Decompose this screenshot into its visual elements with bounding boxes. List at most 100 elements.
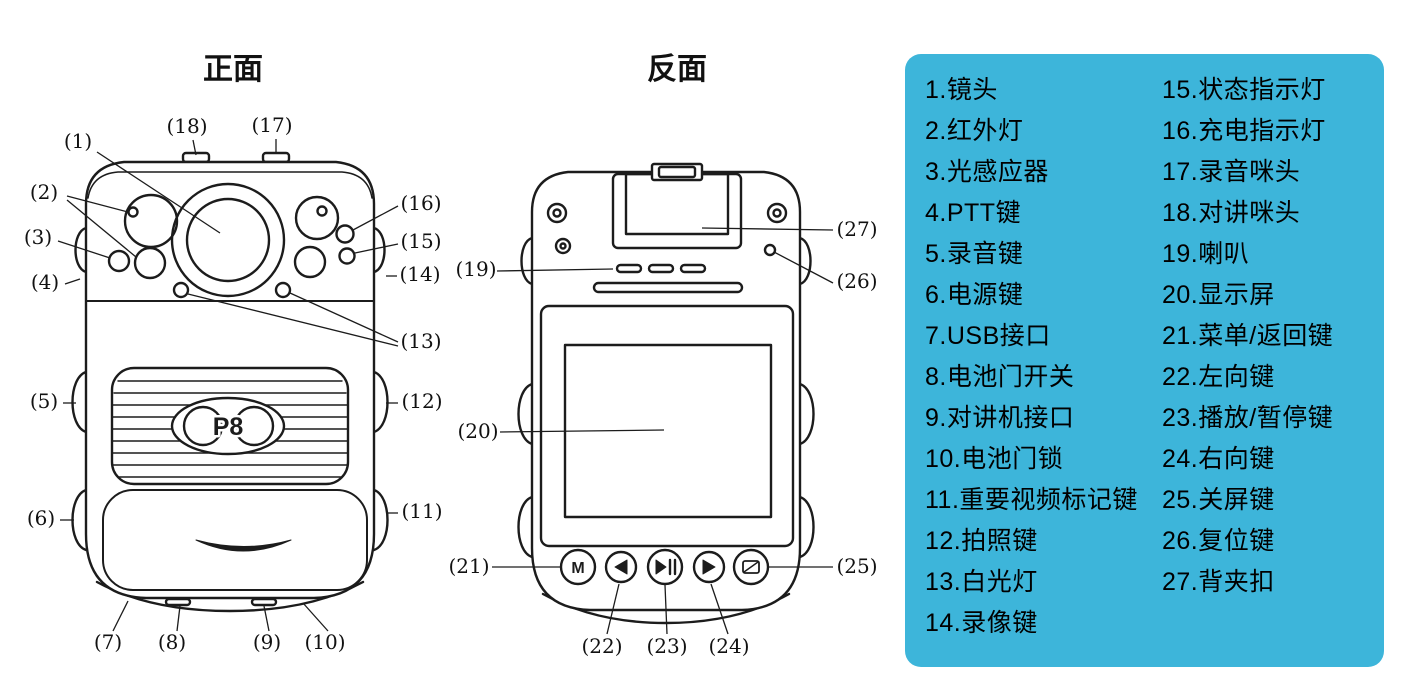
legend-item-21: 21.菜单/返回键 [1162, 322, 1334, 350]
callout-label-25: (25) [836, 554, 877, 578]
back-clip [611, 162, 743, 250]
legend-item-9: 9.对讲机接口 [925, 404, 1075, 432]
recording-mic-slot [261, 151, 291, 164]
ptt-key-bump [74, 226, 88, 274]
screen-off-button [732, 548, 770, 586]
callout-label-3: (3) [24, 225, 52, 249]
screw-top-right [766, 202, 788, 224]
legend-item-10: 10.电池门锁 [925, 445, 1064, 473]
callout-label-6: (6) [27, 506, 55, 530]
ir-light-right-dot [316, 205, 328, 217]
legend-item-20: 20.显示屏 [1162, 281, 1275, 309]
legend-item-8: 8.电池门开关 [925, 363, 1075, 391]
back-left-bump-3 [517, 495, 534, 559]
back-left-bump-1 [520, 236, 534, 286]
play-pause-button [646, 548, 684, 586]
legend-column-2: 15.状态指示灯 16.充电指示灯 17.录音咪头 18.对讲咪头 19.喇叭 … [1162, 70, 1333, 667]
lens [170, 182, 286, 298]
back-device-drawing: M [517, 162, 815, 625]
screen-off-icon-slash [743, 561, 759, 573]
callout-label-14: (14) [399, 262, 440, 286]
logo-circle-left [182, 405, 224, 447]
logo-circle-right [233, 405, 275, 447]
device-diagram: 正面 反面 [24, 53, 878, 658]
callout-label-26: (26) [836, 269, 877, 293]
legend-item-22: 22.左向键 [1162, 363, 1275, 391]
left-key-button [604, 550, 638, 584]
ir-light-left-dot [127, 206, 139, 218]
callout-label-5: (5) [30, 389, 58, 413]
callout-label-22: (22) [581, 634, 622, 658]
front-view-title: 正面 [203, 53, 263, 86]
callout-label-15: (15) [400, 229, 441, 253]
callout-label-9: (9) [253, 630, 281, 654]
menu-back-button [559, 548, 597, 586]
legend-panel: 1.镜头 2.红外灯 3.光感应器 4.PTT键 5.录音键 6.电源键 7.U… [905, 54, 1384, 667]
legend-item-12: 12.拍照键 [925, 527, 1038, 555]
video-record-key-bump [372, 226, 386, 274]
screen-off-icon [742, 560, 760, 574]
legend-item-7: 7.USB接口 [925, 322, 1051, 350]
status-indicator-led [338, 247, 356, 265]
photo-key-bump [372, 370, 389, 434]
callout-label-20: (20) [457, 419, 498, 443]
screw-top-left-center [552, 208, 562, 218]
callout-label-2: (2) [30, 180, 58, 204]
battery-door-panel [102, 489, 368, 591]
front-body-outline [84, 160, 376, 600]
back-left-bump-2 [517, 382, 534, 446]
record-audio-key-bump [71, 370, 88, 434]
callout-label-13: (13) [400, 329, 441, 353]
legend-item-19: 19.喇叭 [1162, 240, 1250, 268]
back-view-title: 反面 [647, 53, 707, 86]
legend-item-17: 17.录音咪头 [1162, 158, 1301, 186]
front-device-drawing: P8 [71, 151, 389, 613]
intercom-port-slot [250, 597, 278, 607]
power-key-bump [71, 488, 88, 552]
legend-column-1: 1.镜头 2.红外灯 3.光感应器 4.PTT键 5.录音键 6.电源键 7.U… [925, 70, 1162, 667]
legend-item-25: 25.关屏键 [1162, 486, 1275, 514]
battery-door-groove [195, 539, 292, 552]
menu-back-button-label: M [571, 560, 584, 577]
legend-item-1: 1.镜头 [925, 76, 998, 104]
lens-inner-ring [185, 197, 271, 283]
legend-item-6: 6.电源键 [925, 281, 1024, 309]
legend-item-3: 3.光感应器 [925, 158, 1049, 186]
callout-label-23: (23) [646, 634, 687, 658]
legend-item-26: 26.复位键 [1162, 527, 1275, 555]
left-arrow-icon [614, 559, 628, 575]
screw-top-left [546, 202, 568, 224]
legend-item-5: 5.录音键 [925, 240, 1024, 268]
legend-item-18: 18.对讲咪头 [1162, 199, 1301, 227]
legend-item-27: 27.背夹扣 [1162, 568, 1275, 596]
callout-label-10: (10) [304, 630, 345, 654]
screw-top-right-center [772, 208, 782, 218]
mark-key-bump [372, 488, 389, 552]
reset-hole [763, 243, 777, 257]
callout-label-21: (21) [448, 554, 489, 578]
light-sensor [107, 249, 131, 273]
right-arrow-icon [702, 559, 716, 575]
speaker-grille: P8 [110, 366, 350, 486]
callout-label-7: (7) [94, 630, 122, 654]
back-right-bump-3 [798, 495, 815, 559]
legend-item-2: 2.红外灯 [925, 117, 1024, 145]
callout-label-17: (17) [251, 113, 292, 137]
white-light-left [172, 281, 190, 299]
callout-label-4: (4) [31, 270, 59, 294]
callout-label-19: (19) [455, 257, 496, 281]
legend-item-15: 15.状态指示灯 [1162, 76, 1326, 104]
charging-indicator-led [335, 224, 355, 244]
callout-label-24: (24) [708, 634, 749, 658]
legend-item-11: 11.重要视频标记键 [925, 486, 1138, 514]
play-icon [655, 559, 667, 575]
callout-label-16: (16) [400, 191, 441, 215]
callout-label-11: (11) [401, 499, 442, 523]
back-right-bump-1 [798, 236, 812, 286]
callout-labels: (1) (18) (17) (2) (3) (4) (16) (15) (14)… [24, 113, 878, 658]
white-light-right [274, 281, 292, 299]
display-screen-bezel [539, 304, 795, 548]
right-key-button [692, 550, 726, 584]
ir-light-lower-left [133, 246, 167, 280]
